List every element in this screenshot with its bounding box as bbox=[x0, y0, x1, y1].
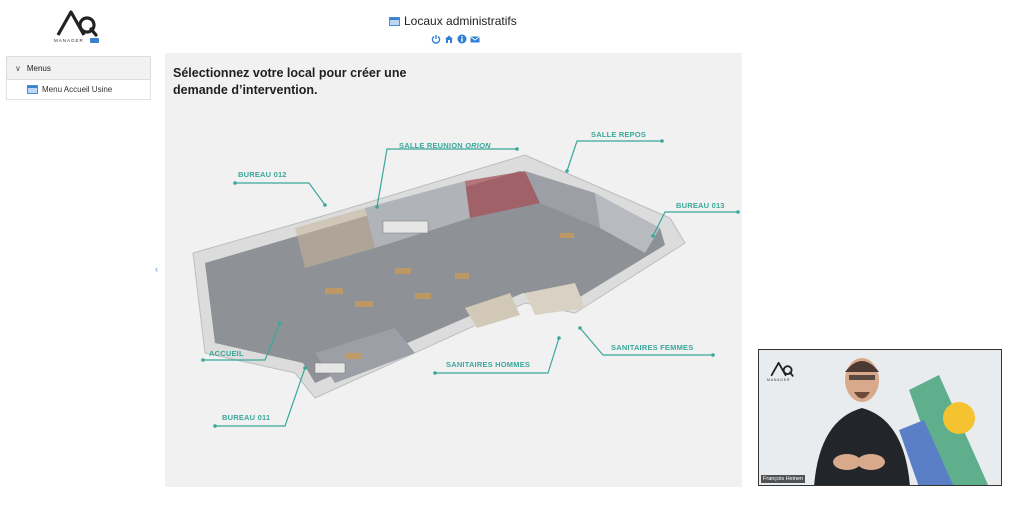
room-salle-repos[interactable]: SALLE REPOS bbox=[591, 130, 647, 139]
chevron-down-icon: ∨ bbox=[15, 63, 21, 73]
page-title: Locaux administratifs bbox=[389, 13, 517, 29]
logo-badge bbox=[90, 38, 99, 43]
app-logo[interactable] bbox=[54, 8, 100, 46]
collapse-sidebar-icon[interactable]: ‹ bbox=[155, 264, 158, 274]
floor-plan-illustration bbox=[192, 139, 740, 428]
menus-section-label: Menus bbox=[26, 63, 51, 73]
room-label-emphasis: ORION bbox=[465, 141, 491, 150]
logo-mark-icon bbox=[770, 361, 794, 377]
sidebar: ∨ Menus Menu Accueil Usine bbox=[6, 56, 151, 100]
floor-plan-panel: Sélectionnez votre local pour créer une … bbox=[165, 53, 742, 487]
room-label-text: SALLE REUNION bbox=[399, 141, 466, 150]
header-toolbar bbox=[431, 34, 480, 44]
video-frame-image bbox=[759, 350, 1001, 485]
video-feed[interactable]: MANAGER François Heinen bbox=[758, 349, 1002, 486]
participant-name: François Heinen bbox=[761, 475, 806, 483]
sidebar-item-label: Menu Accueil Usine bbox=[42, 85, 113, 94]
power-icon[interactable] bbox=[431, 34, 441, 44]
mail-icon[interactable] bbox=[470, 34, 480, 44]
room-bureau-012[interactable]: BUREAU 012 bbox=[238, 170, 287, 179]
room-accueil[interactable]: ACCUEIL bbox=[209, 349, 244, 358]
room-bureau-011[interactable]: BUREAU 011 bbox=[222, 413, 271, 422]
room-bureau-013[interactable]: BUREAU 013 bbox=[676, 201, 725, 210]
window-icon bbox=[27, 85, 38, 94]
sidebar-item-menu-accueil-usine[interactable]: Menu Accueil Usine bbox=[6, 80, 151, 100]
instruction-heading: Sélectionnez votre local pour créer une … bbox=[173, 66, 407, 97]
room-sanitaires-femmes[interactable]: SANITAIRES FEMMES bbox=[611, 343, 694, 352]
page-title-text: Locaux administratifs bbox=[404, 14, 517, 28]
menus-section-header[interactable]: ∨ Menus bbox=[6, 56, 151, 80]
video-logo-wordmark: MANAGER bbox=[767, 378, 791, 382]
room-sanitaires-hommes[interactable]: SANITAIRES HOMMES bbox=[446, 360, 531, 369]
info-icon[interactable] bbox=[457, 34, 467, 44]
logo-mark-icon bbox=[56, 10, 98, 37]
logo-wordmark: MANAGER bbox=[54, 38, 84, 43]
home-icon[interactable] bbox=[444, 34, 454, 44]
room-salle-reunion-orion[interactable]: SALLE REUNION ORION bbox=[399, 141, 491, 150]
window-icon bbox=[389, 16, 400, 26]
